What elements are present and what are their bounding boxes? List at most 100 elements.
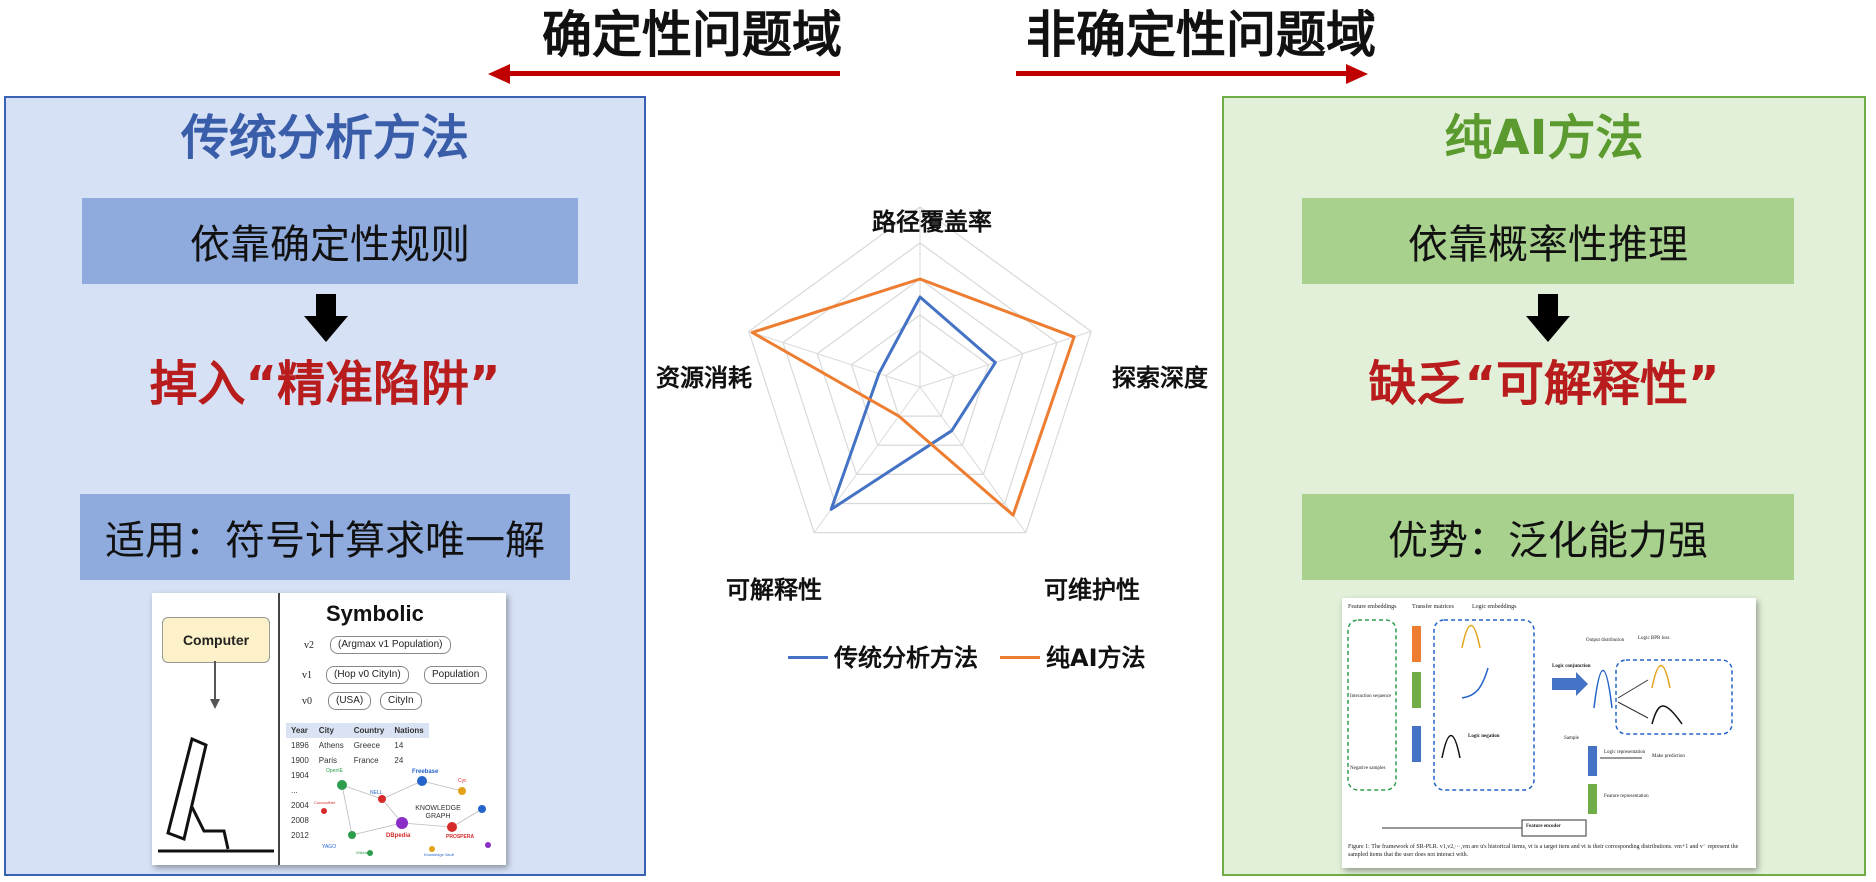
radar-ring — [850, 314, 990, 446]
srplr-label: Negative samples — [1350, 766, 1386, 771]
right-panel-title: 纯AI方法 — [1444, 110, 1644, 166]
thumbnail-divider — [278, 593, 280, 865]
kg-network — [321, 776, 491, 856]
header-right-title: 非确定性问题域 — [1026, 6, 1376, 64]
right-down-arrow-icon — [1526, 294, 1570, 344]
radar-ring — [782, 242, 1058, 505]
radar-axis-label: 路径覆盖率 — [872, 208, 992, 236]
radar-ring — [748, 206, 1092, 534]
srplr-label: Feature embeddings — [1348, 604, 1397, 610]
kg-node: ConceptNet — [314, 800, 336, 805]
table-cell: Athens — [318, 741, 344, 750]
table-cell: 24 — [394, 756, 404, 765]
legend-swatch-orange — [1000, 656, 1040, 659]
srplr-caption: Figure 1: The framework of SR-PLR. v1,v2… — [1348, 844, 1739, 858]
olympics-table: Year City Country Nations 1896 Athens Gr… — [286, 723, 429, 843]
left-arrow — [488, 60, 840, 88]
kg-node: Knowledge Vault — [424, 852, 454, 857]
left-panel-title: 传统分析方法 — [180, 110, 469, 166]
radar-series-line — [829, 295, 997, 511]
right-rule-box: 依靠概率性推理 — [1302, 198, 1794, 284]
radar-series — [750, 277, 1076, 517]
table-cell: 2012 — [291, 831, 309, 840]
left-consequence: 掉入“精准陷阱” — [149, 356, 501, 412]
arrow-shaft-left — [508, 71, 840, 76]
kg-node: YAGO — [322, 844, 337, 850]
table-cell: Greece — [353, 741, 380, 750]
kg-node: DBpedia — [386, 833, 411, 839]
left-panel: 传统分析方法 依靠确定性规则 掉入“精准陷阱” 适用：符号计算求唯一解 Comp… — [4, 96, 646, 876]
srplr-label: Logic negation — [1468, 734, 1500, 739]
kg-node: Wikidata — [356, 850, 372, 855]
srplr-label: Make prediction — [1652, 754, 1685, 759]
computer-label: Computer — [162, 617, 270, 663]
table-row: 2004 — [286, 798, 429, 813]
table-cell: 1904 — [291, 771, 309, 780]
srplr-label: Feature representation — [1604, 794, 1649, 799]
table-header-cell: Nations — [389, 723, 429, 738]
legend-swatch-blue — [788, 656, 828, 659]
radar-axis-label: 资源消耗 — [656, 364, 752, 392]
srplr-label: Feature encoder — [1526, 824, 1561, 829]
table-row: 1904 — [286, 768, 429, 783]
right-arrow — [1016, 60, 1368, 88]
radar-axis-label: 可维护性 — [1044, 576, 1140, 604]
right-advantage-box: 优势：泛化能力强 — [1302, 494, 1794, 580]
tree-node-cityin: CityIn — [380, 692, 422, 710]
knowledge-graph: OpenIE NELL Freebase Cyc DBpedia YAGO PR… — [312, 765, 500, 861]
table-cell: Paris — [318, 756, 338, 765]
left-rule-box: 依靠确定性规则 — [82, 198, 578, 284]
table-cell: 14 — [394, 741, 404, 750]
computer-drawing — [158, 661, 274, 853]
symbolic-thumbnail: Computer Symbolic v2 (Argmax v1 Populati… — [152, 593, 506, 865]
table-row: ... — [286, 783, 429, 798]
table-cell: France — [353, 756, 379, 765]
kg-node: Freebase — [412, 769, 439, 775]
legend-label-ai: 纯AI方法 — [1046, 644, 1146, 672]
srplr-label: Logic embeddings — [1472, 604, 1517, 610]
arrow-head-left — [488, 64, 510, 84]
srplr-thumbnail: Feature embeddings Transfer matrices Log… — [1342, 598, 1756, 868]
srplr-diagram — [1347, 619, 1733, 837]
kg-label: KNOWLEDGE GRAPH — [415, 805, 461, 821]
tree-v1: v1 — [302, 670, 312, 681]
legend-label-traditional: 传统分析方法 — [834, 644, 978, 672]
kg-node: PROSPERA — [446, 834, 475, 840]
kg-node: NELL — [370, 790, 383, 796]
table-header-cell: Country — [348, 723, 390, 738]
tree-node-argmax: (Argmax v1 Population) — [330, 636, 451, 654]
radar-grid — [748, 206, 1092, 534]
arrow-shaft-right — [1016, 71, 1348, 76]
radar-ring — [816, 278, 1024, 475]
srplr-label: Logic conjunction — [1552, 664, 1591, 669]
header-left-title: 确定性问题域 — [542, 6, 842, 64]
tree-node-hop: (Hop v0 CityIn) — [326, 666, 409, 684]
radar-axis-label: 探索深度 — [1112, 364, 1208, 392]
table-row: 1900 Paris France 24 — [286, 753, 429, 768]
tree-v2: v2 — [304, 640, 314, 651]
srplr-label: Logic representation — [1604, 750, 1646, 755]
right-panel: 纯AI方法 依靠概率性推理 缺乏“可解释性” 优势：泛化能力强 — [1222, 96, 1866, 876]
table-cell: 1900 — [291, 756, 309, 765]
table-header-cell: City — [313, 723, 349, 738]
arrow-head-right — [1346, 64, 1368, 84]
table-header-row: Year City Country Nations — [286, 723, 429, 738]
radar-spoke — [919, 386, 1027, 533]
table-row: 2012 — [286, 828, 429, 843]
kg-node: OpenIE — [326, 768, 343, 774]
radar-series-line — [750, 277, 1076, 517]
srplr-label: Output distribution — [1586, 638, 1625, 643]
srplr-label: Transfer matrices — [1412, 604, 1454, 610]
srplr-label: Interaction sequence — [1350, 694, 1392, 699]
right-consequence: 缺乏“可解释性” — [1368, 356, 1720, 412]
radar-spoke — [919, 330, 1092, 388]
tree-v0: v0 — [302, 696, 312, 707]
radar-chart — [748, 206, 1092, 534]
table-row: 1896 Athens Greece 14 — [286, 738, 429, 753]
table-cell: 2004 — [291, 801, 309, 810]
left-usage-box: 适用：符号计算求唯一解 — [80, 494, 570, 580]
table-cell: 1896 — [291, 741, 309, 750]
kg-node: Cyc — [458, 778, 467, 784]
left-down-arrow-icon — [304, 294, 348, 344]
srplr-label: Logic BPR loss — [1638, 636, 1670, 641]
